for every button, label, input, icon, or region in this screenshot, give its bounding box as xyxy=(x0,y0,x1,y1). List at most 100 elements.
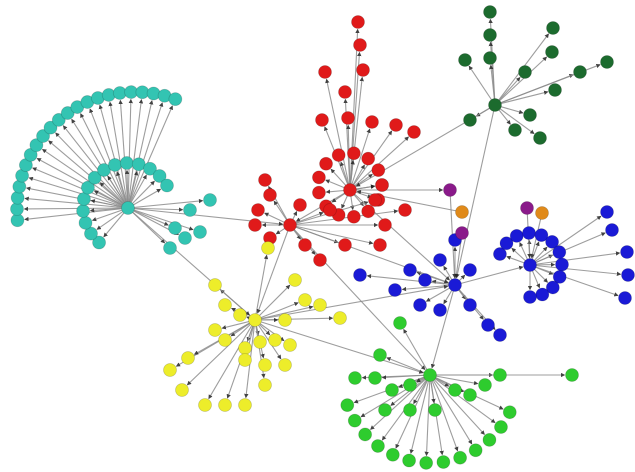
graph-edge xyxy=(41,148,129,209)
graph-node-blue xyxy=(448,278,462,292)
graph-node-red xyxy=(341,111,355,125)
graph-node-green xyxy=(378,403,392,417)
graph-node-blue xyxy=(545,234,559,249)
graph-node-teal xyxy=(152,169,167,183)
graph-node-yellow xyxy=(218,398,232,412)
graph-node-dark-green xyxy=(523,108,537,122)
graph-node-dark-green xyxy=(573,65,587,79)
graph-node-yellow xyxy=(218,333,232,347)
graph-edge xyxy=(529,251,621,266)
graph-node-yellow xyxy=(253,335,267,349)
graph-node-yellow xyxy=(268,333,282,347)
graph-node-red xyxy=(389,118,403,132)
graph-node-teal xyxy=(36,129,50,143)
graph-node-green xyxy=(468,443,483,458)
graph-node-blue xyxy=(433,253,447,267)
graph-edge xyxy=(80,113,129,209)
graph-edge xyxy=(488,64,496,106)
graph-node-yellow xyxy=(333,311,347,325)
graph-edge xyxy=(28,176,129,209)
graph-node-yellow xyxy=(181,351,195,365)
graph-node-yellow xyxy=(278,313,292,327)
graph-edge xyxy=(349,136,409,191)
graph-edge xyxy=(186,319,256,386)
graph-edge xyxy=(529,264,619,297)
graph-node-dark-green xyxy=(533,131,547,145)
graph-edge xyxy=(430,284,456,369)
graph-node-red xyxy=(373,238,387,252)
graph-edge xyxy=(55,132,129,209)
graph-node-red xyxy=(338,238,352,252)
graph-node-red xyxy=(331,148,346,162)
graph-edge xyxy=(127,207,184,212)
graph-node-dark-green xyxy=(483,51,497,65)
graph-node-orange xyxy=(455,205,469,219)
graph-node-teal xyxy=(92,235,106,250)
graph-edge xyxy=(429,374,479,386)
graph-edge xyxy=(424,374,431,457)
graph-edge xyxy=(494,104,535,135)
graph-node-yellow xyxy=(208,323,222,337)
graph-node-teal xyxy=(84,226,98,241)
graph-edge xyxy=(62,125,129,209)
graph-node-blue xyxy=(600,205,614,219)
graph-node-blue xyxy=(523,290,537,304)
graph-node-blue xyxy=(522,226,536,240)
graph-node-blue xyxy=(552,245,567,260)
graph-node-yellow xyxy=(288,273,302,287)
graph-node-green xyxy=(373,348,387,362)
graph-edge xyxy=(454,265,524,286)
graph-edge xyxy=(429,374,496,424)
graph-node-dark-green xyxy=(463,113,477,127)
graph-edge xyxy=(24,207,129,222)
graph-edge xyxy=(366,273,456,286)
graph-node-teal xyxy=(193,225,207,239)
graph-node-green xyxy=(371,439,385,453)
graph-edge xyxy=(429,374,473,445)
graph-node-red xyxy=(319,156,333,171)
graph-edge xyxy=(429,374,459,452)
graph-node-blue xyxy=(493,328,507,342)
graph-node-red xyxy=(263,188,277,202)
graph-edge xyxy=(370,374,431,430)
graph-node-green xyxy=(448,383,462,397)
graph-node-green xyxy=(385,447,400,462)
graph-node-blue xyxy=(620,245,634,259)
graph-edge xyxy=(118,99,129,209)
graph-node-purple xyxy=(455,226,469,240)
graph-node-blue xyxy=(433,303,447,317)
graph-node-blue xyxy=(535,287,550,302)
graph-node-red xyxy=(361,204,376,219)
graph-edge xyxy=(256,224,291,314)
graph-node-blue xyxy=(523,258,537,272)
graph-node-red xyxy=(323,203,337,217)
graph-node-blue xyxy=(509,228,524,243)
graph-edge xyxy=(529,232,606,266)
graph-edge xyxy=(127,198,204,209)
graph-node-teal xyxy=(160,178,174,193)
graph-edge xyxy=(349,189,450,281)
graph-node-teal xyxy=(163,241,177,255)
graph-node-green xyxy=(502,405,517,420)
graph-node-red xyxy=(315,113,329,127)
graph-node-teal xyxy=(43,120,58,135)
graph-node-teal xyxy=(51,113,66,127)
graph-node-dark-green xyxy=(518,65,532,79)
graph-node-teal xyxy=(183,203,197,217)
graph-node-dark-green xyxy=(545,45,559,59)
graph-edge xyxy=(325,78,351,191)
graph-node-yellow xyxy=(238,341,252,355)
graph-node-red xyxy=(351,15,365,29)
graph-node-red xyxy=(365,115,379,129)
graph-node-teal xyxy=(168,92,183,107)
graph-node-dark-green xyxy=(483,28,497,42)
graph-node-red xyxy=(346,209,361,224)
graph-node-green xyxy=(358,427,373,442)
graph-node-teal xyxy=(108,158,122,172)
graph-node-green xyxy=(494,420,508,434)
graph-node-red xyxy=(343,183,357,197)
graph-node-blue xyxy=(403,263,417,277)
graph-node-red xyxy=(251,203,265,217)
graph-node-yellow xyxy=(198,398,212,412)
node-layer xyxy=(10,5,635,470)
